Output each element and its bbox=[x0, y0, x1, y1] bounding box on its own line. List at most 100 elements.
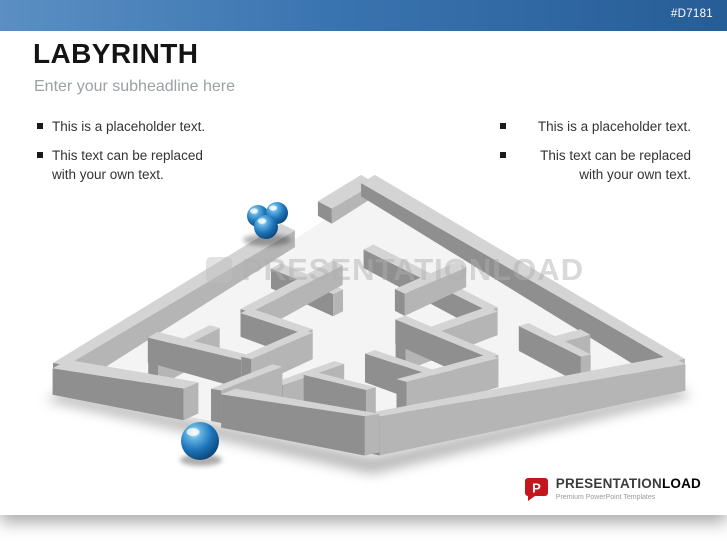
maze-wall-face bbox=[394, 262, 467, 294]
maze-wall-face bbox=[331, 183, 375, 224]
sphere-highlight bbox=[269, 205, 277, 211]
watermark-text: PRESENTATIONLOAD bbox=[242, 252, 585, 287]
maze-wall-face bbox=[147, 331, 252, 360]
maze-wall-face bbox=[395, 319, 489, 387]
blue-sphere-small bbox=[266, 202, 288, 224]
maze-wall-face bbox=[379, 364, 686, 456]
maze-wall-face bbox=[240, 309, 251, 336]
maze-wall-face bbox=[549, 329, 591, 343]
maze-wall-face bbox=[148, 325, 220, 360]
maze-wall-face bbox=[333, 289, 343, 317]
bullet-text: This is a placeholder text. bbox=[537, 119, 691, 134]
maze-walls bbox=[52, 174, 686, 456]
maze-wall-face bbox=[580, 354, 591, 385]
maze-wall-face bbox=[240, 308, 313, 334]
maze-wall-face bbox=[395, 315, 499, 358]
sphere-highlight bbox=[186, 428, 200, 436]
maze-wall-face bbox=[364, 413, 380, 456]
sphere-cluster-shadow bbox=[243, 234, 291, 246]
maze-wall-face bbox=[272, 382, 283, 418]
maze-wall-face bbox=[395, 339, 406, 371]
sphere-highlight bbox=[250, 208, 258, 214]
maze-wall-face bbox=[365, 353, 459, 417]
sphere-large-shadow bbox=[180, 454, 222, 466]
bullet-text: This text can be replaced with your own … bbox=[540, 147, 691, 183]
maze-wall-face bbox=[241, 329, 313, 359]
maze-wall-face bbox=[363, 249, 488, 335]
maze-wall-face bbox=[271, 263, 343, 294]
bullet-icon bbox=[37, 151, 43, 158]
list-item: This text can be replaced with your own … bbox=[37, 146, 228, 185]
bullet-text: This text can be replaced with your own … bbox=[52, 147, 203, 183]
maze-wall-face bbox=[396, 354, 499, 382]
brand-text: PRESENTATIONLOAD Premium PowerPoint Temp… bbox=[555, 476, 701, 502]
maze-wall-face bbox=[361, 174, 685, 362]
maze-wall-face bbox=[404, 267, 467, 316]
maze-wall-face bbox=[241, 356, 252, 388]
maze-wall-face bbox=[211, 388, 221, 423]
maze-wall-face bbox=[52, 368, 184, 421]
blue-sphere-small bbox=[254, 215, 278, 239]
maze-wall-face bbox=[250, 265, 343, 336]
brand-presentation: PRESENTATION bbox=[555, 476, 662, 491]
maze-wall-face bbox=[221, 366, 283, 423]
maze-wall-face bbox=[302, 329, 313, 360]
maze-wall-face bbox=[366, 387, 376, 424]
maze-wall-face bbox=[395, 306, 498, 343]
maze-wall-face bbox=[458, 381, 469, 417]
bullet-icon bbox=[37, 123, 43, 129]
maze-wall-face bbox=[52, 359, 199, 389]
blue-spheres bbox=[180, 202, 291, 466]
maze-wall-face bbox=[559, 334, 591, 369]
maze-wall-face bbox=[317, 201, 332, 224]
maze-wall-face bbox=[251, 332, 313, 388]
maze-wall-face bbox=[241, 355, 252, 389]
list-item: This text can be replaced with your own … bbox=[500, 146, 691, 185]
maze-floor bbox=[60, 192, 678, 454]
brand-name: PRESENTATIONLOAD bbox=[555, 476, 701, 492]
maze-wall-face bbox=[364, 355, 686, 417]
maze-wall-face bbox=[53, 362, 67, 392]
brand-load: LOAD bbox=[661, 476, 701, 491]
maze-wall-face bbox=[518, 323, 591, 357]
maze-wall-face bbox=[271, 268, 334, 317]
maze-wall-face bbox=[365, 350, 469, 384]
presentationload-logo: P PRESENTATIONLOAD Premium PowerPoint Te… bbox=[524, 476, 701, 502]
maze-wall-face bbox=[405, 311, 498, 371]
slide: #D7181 LABYRINTH Enter your subheadline … bbox=[0, 0, 727, 502]
blue-sphere-small bbox=[247, 205, 269, 227]
maze-wall-face bbox=[406, 358, 499, 415]
sphere-highlight bbox=[257, 218, 267, 224]
slide-header-bar bbox=[0, 0, 727, 31]
bullet-list-left: This is a placeholder text. This text ca… bbox=[37, 117, 228, 185]
maze-wall-face bbox=[303, 374, 366, 424]
presentationload-logo-icon: P bbox=[524, 478, 548, 501]
list-item: This is a placeholder text. bbox=[500, 117, 691, 137]
brand-tagline: Premium PowerPoint Templates bbox=[555, 493, 656, 501]
maze-wall-face bbox=[211, 364, 283, 391]
maze-wall-face bbox=[67, 230, 295, 392]
bullet-icon bbox=[500, 151, 506, 158]
maze-wall-face bbox=[364, 413, 380, 456]
maze-wall-face bbox=[53, 223, 295, 366]
maze-wall-face bbox=[488, 354, 499, 387]
watermark-logo-icon bbox=[206, 257, 232, 283]
maze-wall-face bbox=[221, 394, 365, 456]
maze-wall-face bbox=[394, 289, 405, 316]
maze-wall-face bbox=[317, 174, 375, 209]
maze-wall-face bbox=[361, 183, 672, 388]
bullet-icon bbox=[500, 123, 506, 129]
maze-wall-face bbox=[303, 371, 376, 390]
maze-wall-face bbox=[221, 388, 380, 417]
maze-wall-face bbox=[240, 313, 303, 360]
slide-title: LABYRINTH bbox=[33, 38, 199, 69]
maze-ground-shadow bbox=[46, 388, 692, 474]
product-code: #D7181 bbox=[670, 8, 713, 20]
svg-text:P: P bbox=[532, 481, 541, 496]
maze-wall-face bbox=[240, 260, 343, 313]
bullet-text: This is a placeholder text. bbox=[52, 119, 206, 134]
maze-wall-face bbox=[549, 337, 560, 369]
slide-subheadline: Enter your subheadline here bbox=[34, 78, 236, 95]
maze-wall-face bbox=[148, 357, 159, 387]
